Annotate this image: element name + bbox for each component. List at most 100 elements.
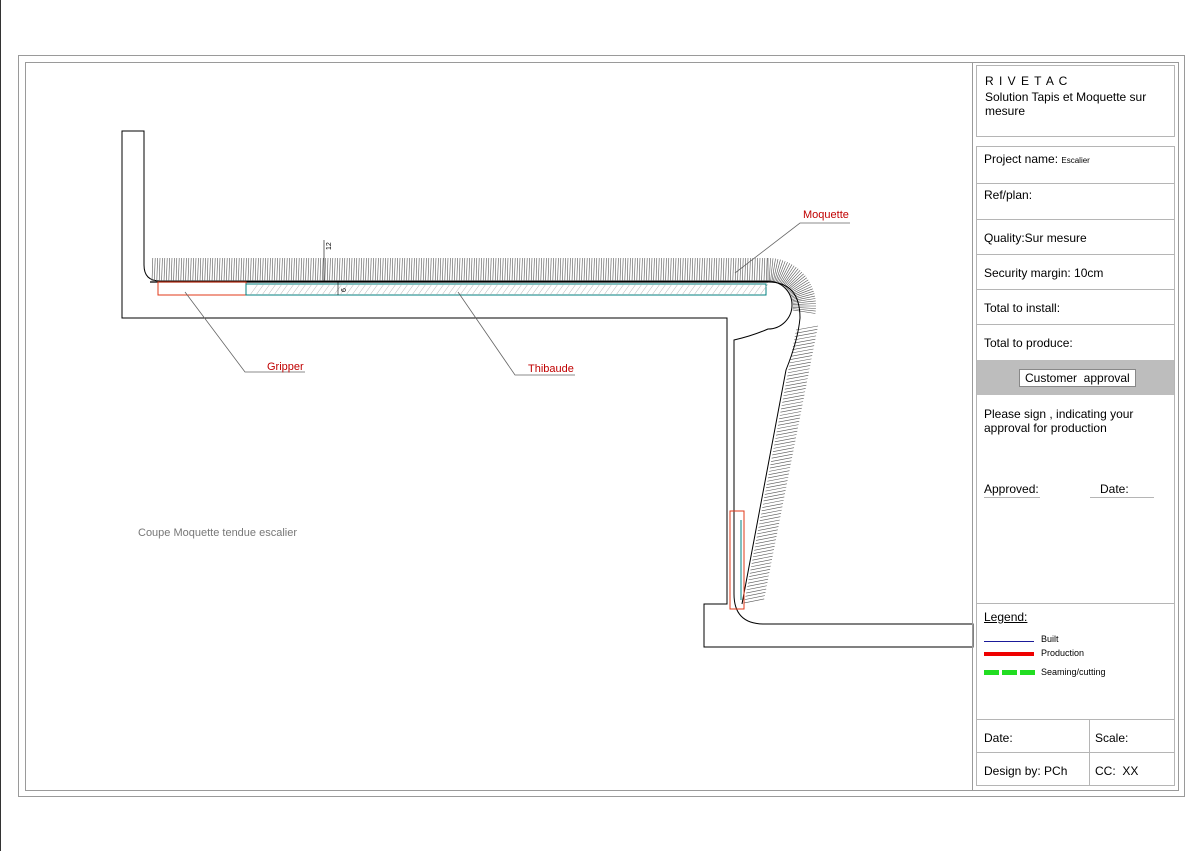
pile-fibre: [653, 257, 655, 282]
pile-fibre: [787, 371, 809, 377]
pile-fibre: [506, 257, 509, 282]
pile-fibre: [634, 257, 636, 282]
company-subtitle: Solution Tapis et Moquette sur mesure: [985, 90, 1147, 118]
pile-fibre: [523, 257, 526, 282]
pile-fibre: [285, 283, 295, 296]
pile-fibre: [600, 257, 602, 282]
pile-fibre: [411, 283, 421, 296]
pile-fibre: [622, 257, 624, 282]
pile-fibre: [753, 283, 763, 296]
legend-seaming-dash-2: [1002, 670, 1017, 675]
pile-fibre: [377, 257, 379, 282]
legend-built-label: Built: [1041, 634, 1059, 644]
pile-fibre: [271, 257, 274, 282]
pile-fibre: [768, 470, 790, 475]
pile-fibre: [554, 257, 557, 282]
gripper-leader: [184, 291, 305, 373]
pile-fibre: [691, 257, 694, 282]
pile-fibre: [607, 257, 610, 282]
pile-fibre: [495, 283, 505, 296]
pile-fibre: [780, 404, 803, 410]
pile-fibre: [471, 283, 481, 296]
moquette-leader: [734, 222, 850, 274]
pile-fibre: [771, 258, 776, 282]
pile-fibre: [753, 549, 774, 554]
customer-approval-button[interactable]: Customer approval: [1019, 369, 1136, 387]
pile-fibre: [775, 430, 798, 436]
pile-fibre: [264, 257, 266, 282]
pile-fibre: [552, 257, 554, 282]
approval-date-label: Date:: [1100, 482, 1129, 496]
pile-fibre: [461, 257, 463, 282]
pile-fibre: [437, 257, 439, 282]
pile-fibre: [295, 257, 298, 282]
pile-fibre: [646, 257, 648, 282]
pile-fibre: [519, 283, 529, 296]
pile-fibre: [693, 283, 703, 296]
pile-fibre: [463, 257, 466, 282]
pile-fibre: [741, 283, 751, 296]
pile-fibre: [760, 509, 782, 515]
pile-fibre: [262, 257, 264, 282]
pile-fibre: [158, 257, 161, 282]
pile-fibre: [788, 365, 811, 370]
pile-fibre: [757, 529, 778, 535]
pile-fibre: [679, 257, 682, 282]
pile-fibre: [638, 257, 641, 282]
pile-fibre: [286, 257, 288, 282]
pile-fibre: [713, 257, 715, 282]
pile-fibre: [585, 283, 595, 296]
pile-fibre: [230, 257, 233, 282]
pile-fibre: [791, 348, 814, 354]
pile-fibre: [310, 257, 312, 282]
pile-fibre: [525, 283, 535, 296]
pile-fibre: [786, 375, 809, 380]
pile-fibre: [216, 257, 218, 282]
pile-fibre: [794, 335, 817, 341]
pile-fibre: [391, 257, 394, 282]
pile-fibre: [631, 257, 634, 282]
pile-fibre: [250, 257, 252, 282]
pile-fibre: [747, 578, 769, 584]
pile-fibre: [417, 283, 427, 296]
pile-fibre: [389, 257, 391, 282]
pile-fibre: [403, 257, 406, 282]
pile-fibre: [283, 257, 286, 282]
pile-fibre: [758, 522, 780, 528]
pile-fibre: [576, 257, 578, 282]
pile-fibre: [382, 257, 384, 282]
pile-fibre: [590, 257, 593, 282]
pile-fibre: [763, 496, 785, 502]
pile-fibre: [483, 283, 493, 296]
pile-fibre: [163, 257, 166, 282]
pile-fibre: [757, 526, 779, 531]
pile-fibre: [746, 588, 767, 594]
pile-fibre: [261, 283, 271, 296]
pile-fibre: [485, 257, 487, 282]
pile-fibre: [480, 257, 482, 282]
pile-fibre: [507, 283, 517, 296]
pile-fibre: [504, 257, 506, 282]
pile-fibre: [746, 585, 767, 591]
pile-fibre: [748, 575, 769, 581]
pile-fibre: [706, 257, 708, 282]
pile-fibre: [441, 283, 451, 296]
pile-fibre: [566, 257, 569, 282]
pile-fibre: [766, 480, 788, 485]
pile-fibre: [784, 384, 807, 390]
pile-fibre: [615, 283, 625, 296]
pile-fibre: [785, 381, 808, 387]
pile-fibre: [780, 407, 802, 413]
moquette-nose-curve: [741, 281, 801, 605]
pile-fibre: [755, 539, 776, 545]
pile-fibre: [579, 283, 589, 296]
pile-fibre: [776, 427, 798, 433]
pile-fibre: [609, 283, 619, 296]
pile-fibre: [526, 257, 528, 282]
pile-fibre: [298, 257, 300, 282]
pile-fibre: [531, 283, 541, 296]
pile-fibre: [211, 257, 214, 282]
pile-fibre: [660, 257, 662, 282]
pile-fibre: [742, 257, 744, 282]
